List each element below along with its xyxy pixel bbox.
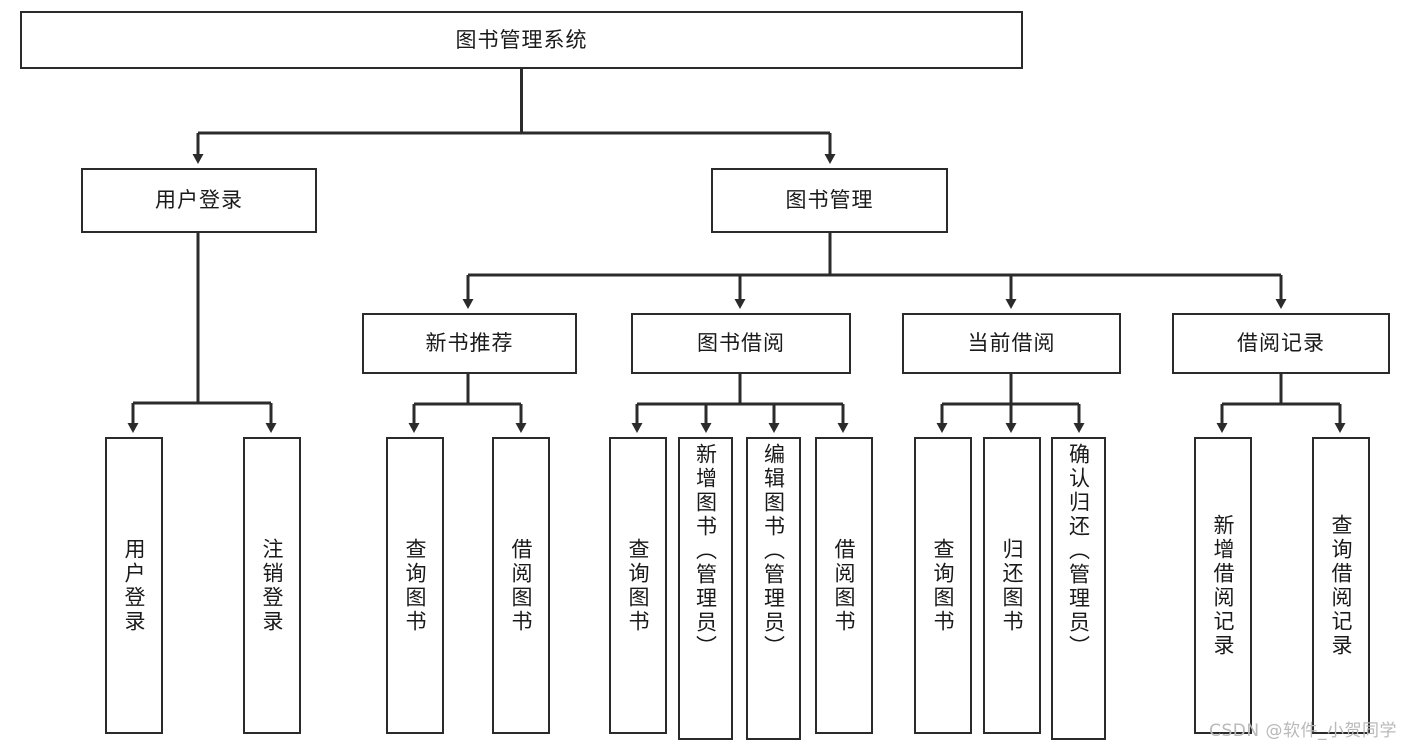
leaf-borrow-record-add-record[interactable]: 新增借阅记录 xyxy=(1194,437,1252,734)
node-label: 图书管理系统 xyxy=(455,27,588,52)
node-book-borrow[interactable]: 图书借阅 xyxy=(631,313,851,374)
leaf-book-borrow-edit-book-admin[interactable]: 编辑图书（管理员） xyxy=(746,437,801,740)
node-user-login[interactable]: 用户登录 xyxy=(81,168,317,233)
node-label: 编辑图书（管理员） xyxy=(761,443,786,659)
leaf-current-borrow-query-book[interactable]: 查询图书 xyxy=(914,437,972,734)
node-label: 查询借阅记录 xyxy=(1329,513,1354,658)
node-label: 当前借阅 xyxy=(967,331,1056,356)
leaf-new-book-query-book[interactable]: 查询图书 xyxy=(386,437,444,734)
leaf-user-login-logout[interactable]: 注销登录 xyxy=(243,437,301,734)
node-label: 用户登录 xyxy=(122,537,147,634)
leaf-user-login-login[interactable]: 用户登录 xyxy=(105,437,163,734)
node-label: 新增借阅记录 xyxy=(1211,513,1236,658)
node-book-management[interactable]: 图书管理 xyxy=(711,168,948,233)
node-label: 新增图书（管理员） xyxy=(693,443,718,659)
leaf-borrow-record-query-record[interactable]: 查询借阅记录 xyxy=(1312,437,1370,734)
leaf-book-borrow-add-book-admin[interactable]: 新增图书（管理员） xyxy=(678,437,733,740)
leaf-book-borrow-query-book[interactable]: 查询图书 xyxy=(609,437,667,734)
watermark: CSDN @软件_小贺同学 xyxy=(1209,721,1397,741)
node-new-book-recommend[interactable]: 新书推荐 xyxy=(362,313,577,374)
node-label: 借阅记录 xyxy=(1237,331,1325,356)
node-label: 查询图书 xyxy=(931,537,956,634)
leaf-new-book-borrow-book[interactable]: 借阅图书 xyxy=(492,437,550,734)
node-label: 用户登录 xyxy=(155,188,243,213)
node-label: 借阅图书 xyxy=(509,537,534,634)
leaf-current-borrow-return-book[interactable]: 归还图书 xyxy=(983,437,1041,734)
leaf-current-borrow-confirm-return-admin[interactable]: 确认归还（管理员） xyxy=(1051,437,1106,740)
node-label: 确认归还（管理员） xyxy=(1066,443,1091,659)
leaf-book-borrow-borrow-book[interactable]: 借阅图书 xyxy=(815,437,873,734)
node-root-book-management-system[interactable]: 图书管理系统 xyxy=(20,11,1023,69)
node-borrow-record[interactable]: 借阅记录 xyxy=(1172,313,1390,374)
node-label: 图书管理 xyxy=(785,188,874,213)
node-label: 新书推荐 xyxy=(425,331,514,356)
node-label: 注销登录 xyxy=(260,537,285,634)
node-label: 借阅图书 xyxy=(832,537,857,634)
node-label: 查询图书 xyxy=(626,537,651,634)
node-label: 归还图书 xyxy=(1000,537,1025,634)
node-label: 查询图书 xyxy=(403,537,428,634)
node-label: 图书借阅 xyxy=(697,331,785,356)
node-current-borrow[interactable]: 当前借阅 xyxy=(902,313,1121,374)
